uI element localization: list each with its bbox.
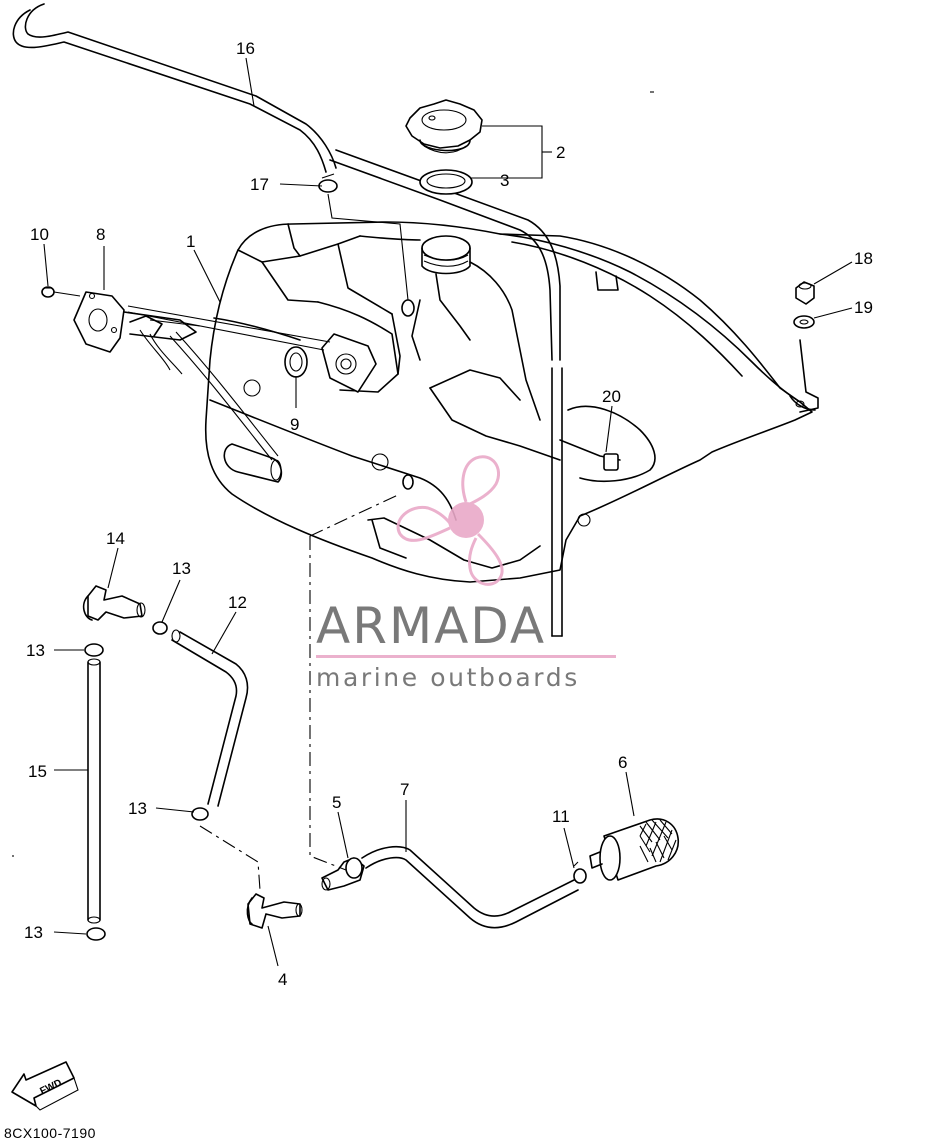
- fuel-joint: [246, 893, 303, 929]
- hose: [87, 629, 249, 924]
- part-label: 2: [556, 143, 565, 162]
- part-label: 13: [128, 799, 147, 818]
- part-label: 5: [332, 793, 341, 812]
- clip: [573, 861, 587, 884]
- part-label: 19: [854, 298, 873, 317]
- part-label: 13: [24, 923, 43, 942]
- vent-hose: [12, 3, 563, 637]
- part-label: 11: [552, 807, 570, 826]
- filler-cap: [405, 99, 483, 154]
- part-label: 12: [228, 593, 247, 612]
- connector-lines: [199, 493, 401, 891]
- fuel-sender: [73, 291, 331, 461]
- part-label: 15: [28, 762, 47, 781]
- watermark-subtitle: marine outboards: [316, 663, 580, 692]
- cap-gasket: [419, 169, 473, 195]
- watermark-logo: ARMADA marine outboards: [316, 455, 616, 692]
- joint: [321, 857, 365, 891]
- leader-lines: [12, 57, 853, 967]
- part-label: 1: [186, 232, 195, 251]
- part-label: 16: [236, 39, 255, 58]
- washer: [793, 315, 815, 329]
- part-label: 13: [26, 641, 45, 660]
- part-label: 4: [278, 970, 287, 989]
- part-label: 9: [290, 415, 299, 434]
- forward-arrow-icon: FWD: [11, 1061, 79, 1111]
- nut: [795, 281, 815, 305]
- watermark-underline: [316, 655, 616, 658]
- fitting: [82, 585, 146, 621]
- part-label: 6: [618, 753, 627, 772]
- fuel-tank: [204, 221, 819, 583]
- part-label: 13: [172, 559, 191, 578]
- part-label: 7: [400, 780, 409, 799]
- fuel-line: [361, 845, 579, 929]
- part-label: 3: [500, 171, 509, 190]
- watermark-title: ARMADA: [316, 597, 546, 655]
- part-label: 10: [30, 225, 49, 244]
- fuel-filter: [589, 818, 680, 881]
- part-label: 20: [602, 387, 621, 406]
- part-label: 18: [854, 249, 873, 268]
- part-labels: 1 2 3 4 5 6 7 8 9 10 11 12 13 13 13 13 1…: [24, 39, 873, 989]
- propeller-icon: [396, 455, 504, 586]
- bolt: [41, 286, 81, 298]
- part-label: 8: [96, 225, 105, 244]
- hose-clip: [84, 621, 209, 941]
- reference-code: 8CX100-7190: [4, 1125, 96, 1139]
- part-label: 14: [106, 529, 125, 548]
- part-label: 17: [250, 175, 269, 194]
